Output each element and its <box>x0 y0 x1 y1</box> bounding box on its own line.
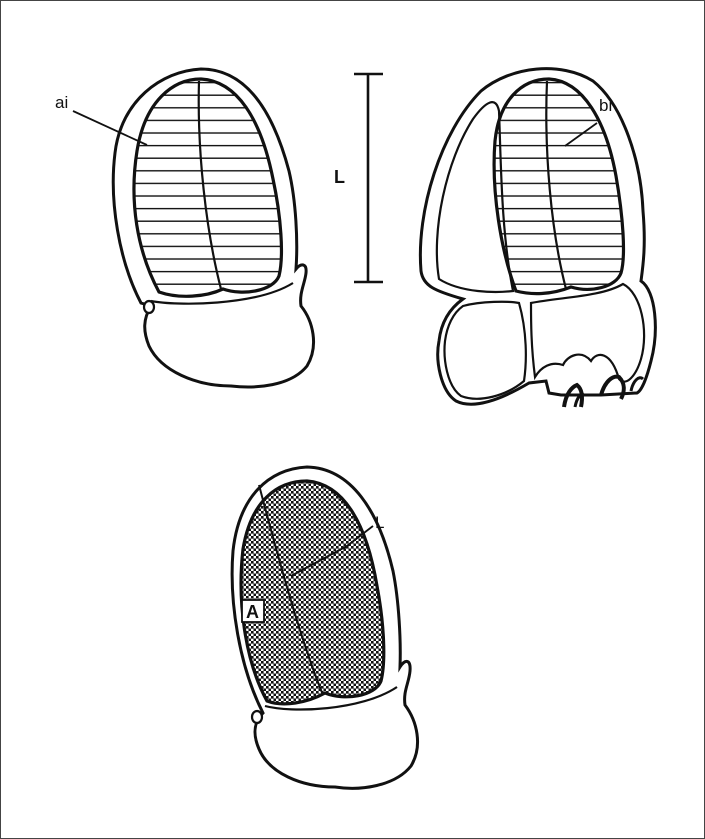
length-label: L <box>375 513 384 532</box>
area-label: A <box>246 602 259 622</box>
inner-cavity-bottom-left <box>445 302 526 399</box>
otolith-specimen-c: L A <box>232 467 417 788</box>
label-ai: ai <box>55 93 68 112</box>
scale-bar-label: L <box>334 167 345 187</box>
small-pore-a <box>144 301 154 313</box>
small-pore-c <box>252 711 262 723</box>
otolith-specimen-a: ai <box>55 69 314 387</box>
label-bi: bi <box>599 96 612 115</box>
otolith-specimen-b: bi <box>420 69 655 407</box>
scale-bar: L <box>334 74 383 282</box>
